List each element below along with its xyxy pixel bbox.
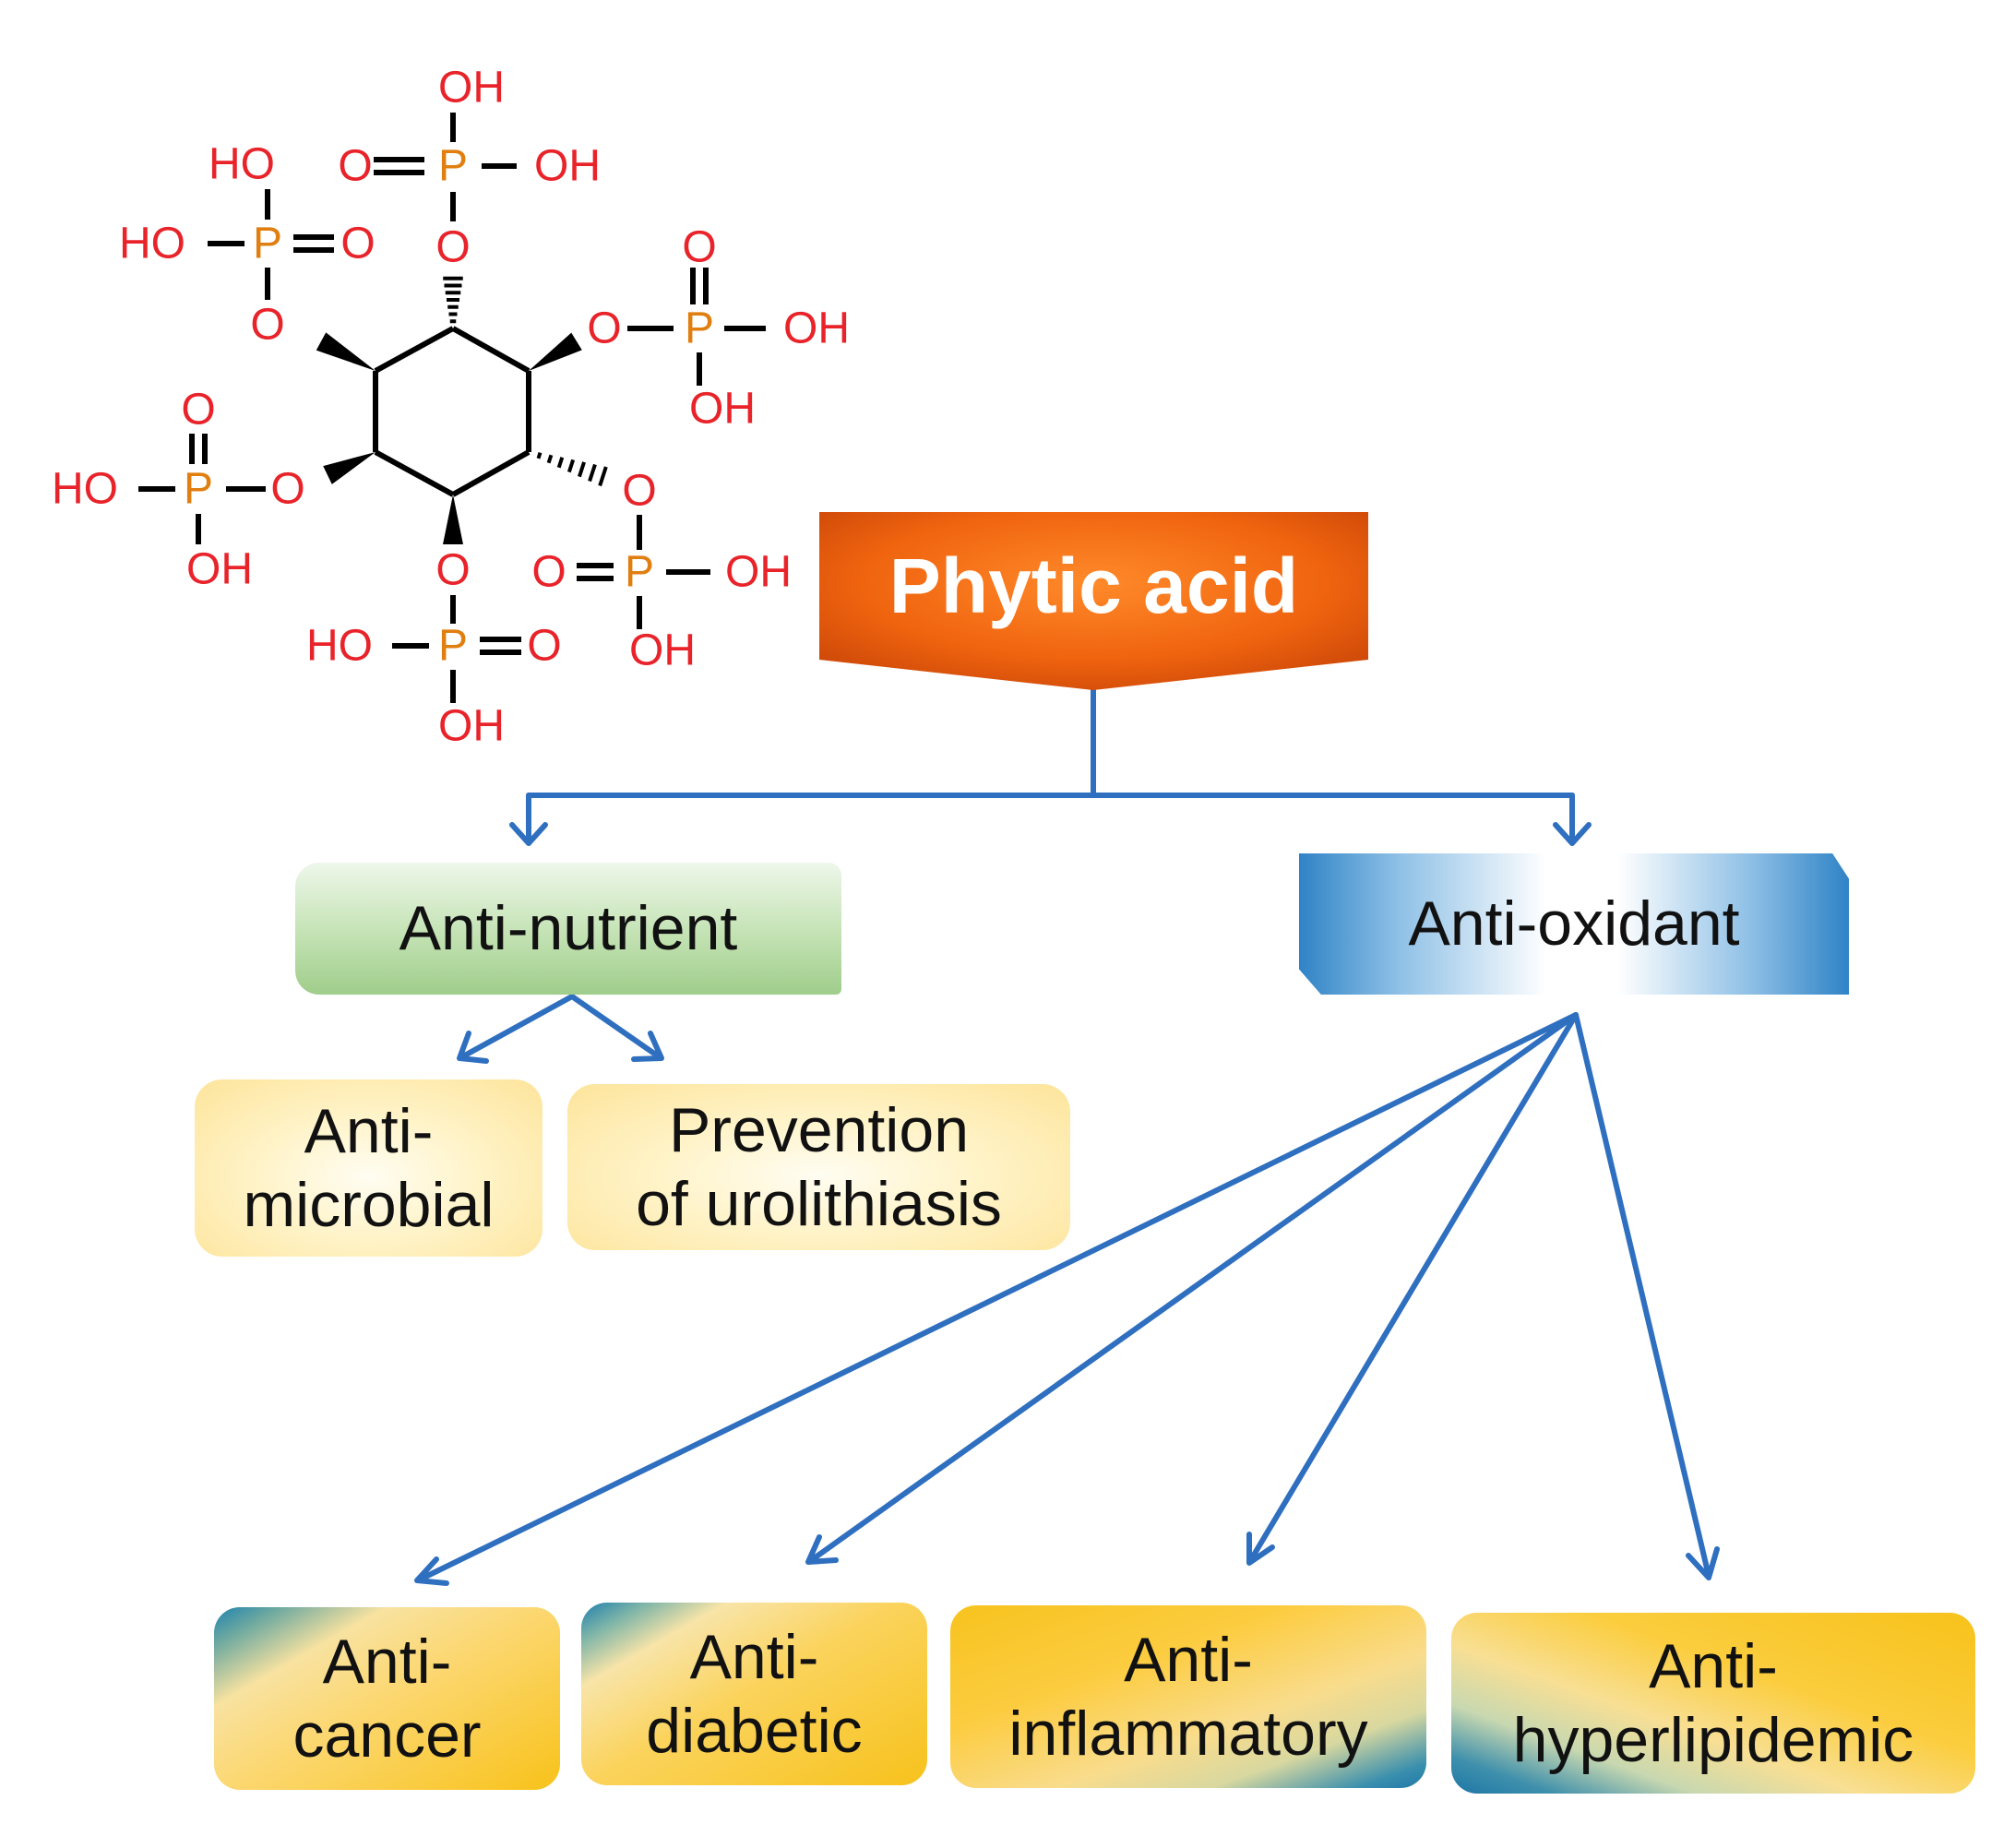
- atom-label: HO: [119, 220, 185, 268]
- node-anti-nutrient-label: Anti-nutrient: [399, 893, 738, 964]
- node-label-line: inflammatory: [1008, 1699, 1368, 1769]
- node-label-line: hyperlipidemic: [1512, 1705, 1914, 1775]
- atom-label: HO: [52, 465, 118, 514]
- atom-label: O: [340, 220, 375, 268]
- arrow-to-prevention-urolithiasis: [569, 994, 664, 1062]
- wedge-bond: [529, 332, 582, 371]
- node-anti-oxidant-label: Anti-oxidant: [1408, 888, 1740, 960]
- bond-line: [598, 466, 608, 487]
- atom-label: OH: [783, 304, 850, 353]
- atom-label: P: [625, 548, 654, 597]
- atom-label: O: [682, 223, 716, 272]
- atom-label: O: [587, 304, 621, 353]
- atom-label: OH: [186, 545, 253, 594]
- molecule-bonds: [138, 113, 766, 703]
- arrow-to-anti-cancer: [414, 1012, 1579, 1586]
- atom-label: O: [435, 546, 470, 595]
- wedge-bond: [443, 495, 463, 544]
- bond-line: [374, 326, 455, 374]
- atom-label: P: [184, 465, 213, 514]
- node-label-line: Anti-: [322, 1626, 452, 1697]
- atom-label: O: [527, 622, 561, 671]
- atom-label: OH: [629, 626, 696, 675]
- bond-line: [588, 463, 597, 483]
- bond-line: [536, 452, 542, 459]
- atom-label: O: [270, 465, 304, 514]
- node-label-line: Anti-: [1124, 1624, 1253, 1695]
- atom-label: OH: [438, 702, 505, 751]
- root-connector: [526, 687, 1575, 798]
- arrow-to-anti-microbial: [457, 994, 575, 1064]
- node-label-line: Anti-: [1649, 1630, 1778, 1701]
- bond-line: [566, 459, 576, 473]
- node-label-line: Prevention: [668, 1094, 970, 1165]
- bond-line: [546, 454, 554, 464]
- arrow-to-anti-oxidant: [1553, 793, 1592, 846]
- node-prevention-urolithiasis: Prevention of urolithiasis: [567, 1084, 1070, 1250]
- node-label-line: Anti-: [689, 1621, 819, 1692]
- arrow-to-anti-diabetic: [805, 1012, 1579, 1565]
- atom-label: O: [250, 301, 284, 350]
- bond-line: [578, 461, 586, 478]
- atom-label: O: [435, 223, 470, 272]
- arrow-to-anti-nutrient: [509, 793, 548, 846]
- node-label-line: microbial: [243, 1170, 495, 1240]
- arrow-to-anti-hyperlipidemic: [1573, 1012, 1720, 1580]
- bond-line: [374, 449, 455, 497]
- atom-label: O: [622, 467, 656, 516]
- atom-label: OH: [534, 142, 601, 191]
- node-label-line: of urolithiasis: [636, 1169, 1002, 1239]
- bond-line: [451, 326, 531, 374]
- atom-label: O: [338, 142, 372, 191]
- atom-label: P: [438, 622, 468, 671]
- atom-label: HO: [306, 622, 373, 671]
- atom-label: P: [685, 304, 714, 353]
- node-anti-inflammatory: Anti- inflammatory: [950, 1605, 1426, 1788]
- bond-line: [556, 457, 565, 469]
- atom-label: P: [438, 142, 468, 191]
- node-anti-microbial: Anti- microbial: [195, 1079, 542, 1257]
- node-label-line: diabetic: [646, 1696, 863, 1766]
- node-anti-cancer: Anti- cancer: [214, 1607, 560, 1790]
- root-node-phytic-acid: Phytic acid: [888, 542, 1299, 629]
- atom-label: HO: [209, 140, 275, 189]
- node-anti-hyperlipidemic: Anti- hyperlipidemic: [1451, 1613, 1975, 1794]
- atom-label: P: [253, 220, 282, 268]
- atom-label: OH: [438, 64, 505, 113]
- node-anti-oxidant: Anti-oxidant: [1299, 853, 1849, 995]
- node-label-line: cancer: [292, 1700, 482, 1771]
- atom-label: OH: [725, 548, 792, 597]
- atom-label: OH: [689, 385, 756, 434]
- wedge-bond: [316, 332, 376, 371]
- node-label-line: Anti-: [304, 1095, 434, 1166]
- atom-label: O: [531, 548, 566, 597]
- wedge-bond: [323, 452, 376, 484]
- node-anti-diabetic: Anti- diabetic: [581, 1603, 927, 1785]
- node-anti-nutrient: Anti-nutrient: [295, 863, 841, 995]
- arrow-to-anti-inflammatory: [1246, 1012, 1579, 1566]
- bond-line: [451, 449, 531, 497]
- atom-label: O: [181, 386, 215, 435]
